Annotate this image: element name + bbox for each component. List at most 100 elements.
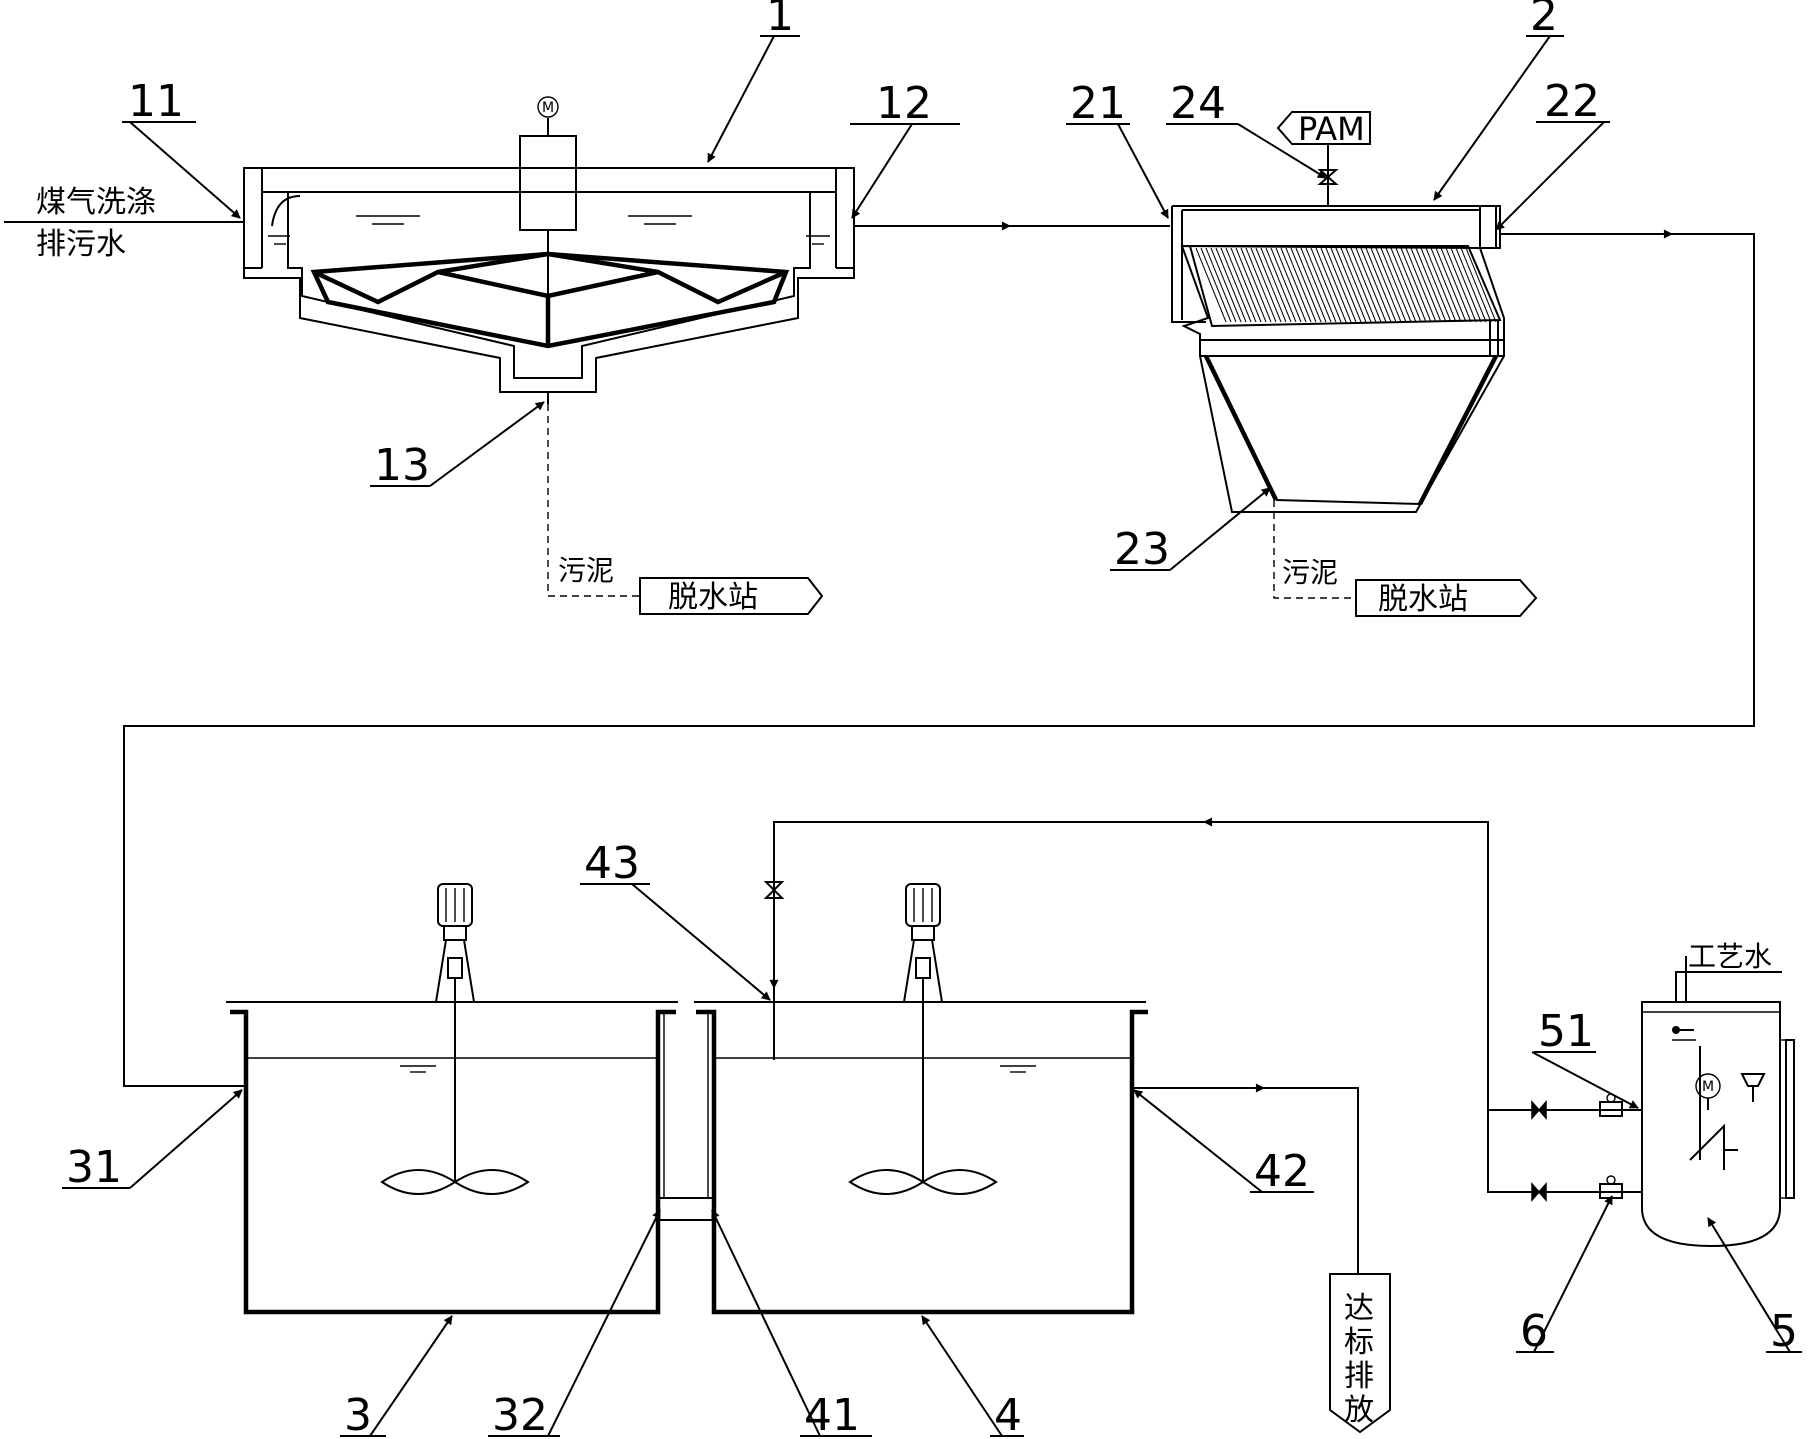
tube-hatch-line [1410,247,1442,323]
motor-mark-tank1: M [542,100,554,116]
tube-hatch-line [1320,247,1352,323]
label-2: 2 [1530,0,1558,41]
tube-hatch-line [1290,247,1322,323]
dewater-label-2: 脱水站 [1378,582,1468,617]
tube-hatch-line [1200,247,1232,323]
tube-hatch-line [1240,247,1272,323]
tube-hatch-line [1395,247,1427,323]
tube-hatch-line [1280,247,1312,323]
settler-tank-2 [1171,205,1505,513]
tube-hatch-line [1270,247,1302,323]
label-43: 43 [584,838,640,889]
tube-hatch-line [1285,247,1317,323]
label-13: 13 [374,440,430,491]
sludge-label-1: 污泥 [558,554,614,587]
label-5: 5 [1770,1306,1798,1357]
tube-hatch-line [1415,247,1447,323]
connecting-pipe [658,1012,714,1221]
label-11: 11 [128,76,184,127]
agitator-tank-4 [848,883,998,1195]
discharge-char-2: 标 [1344,1325,1374,1360]
tube-hatch-line [1455,247,1487,323]
label-3: 3 [344,1390,372,1439]
process-water-label: 工艺水 [1688,940,1772,973]
tube-hatch-line [1380,247,1412,323]
tube-hatch-line [1265,247,1297,323]
tube-hatch-line [1310,247,1342,323]
tube-hatch-line [1305,247,1337,323]
tube-hatch-line [1405,247,1437,323]
tube-hatch-line [1335,247,1367,323]
tube-hatch-line [1225,247,1257,323]
label-1: 1 [766,0,794,41]
tube-hatch-line [1345,247,1377,323]
tube-hatch-line [1250,247,1282,323]
inlet-label-line2: 排污水 [36,227,126,262]
agitator-tank-3 [380,883,530,1195]
tube-hatch-line [1435,247,1467,323]
motor-mark-tank5: M [1702,1079,1714,1095]
tube-hatch-line [1330,247,1362,323]
label-21: 21 [1070,78,1126,129]
pam-dosing: PAM [1276,110,1371,206]
tube-hatch-line [1425,247,1457,323]
process-water-inlet [1672,971,1782,1034]
label-underlines [62,35,1802,1437]
tube-hatch-line [1205,247,1237,323]
tube-hatch-line [1430,247,1462,323]
tube-hatch-line [1300,247,1332,323]
discharge-tag [1329,1273,1391,1434]
tube-hatch-line [1390,247,1422,323]
discharge-char-1: 达 [1344,1291,1374,1326]
tube-hatch-line [1245,247,1277,323]
tube-hatch-line [1210,247,1242,323]
clarifier-tank-1: M [243,96,855,404]
sludge-lines [547,404,1356,599]
reagent-tank-5: M [1641,956,1795,1248]
flow-lines [4,221,1755,1274]
tube-hatch-line [1220,247,1252,323]
leader-lines [129,35,1791,1437]
tube-hatch-line [1360,247,1392,323]
tube-hatch-line [1385,247,1417,323]
tube-hatch-line [1440,247,1472,323]
tube-hatch-line [1420,247,1452,323]
pam-valve-icon [1317,169,1339,185]
tube-hatch-line [1450,247,1482,323]
reaction-tank-3 [226,1001,678,1315]
return-valve-icon [763,881,785,899]
tube-hatch-line [1260,247,1292,323]
dosing-branches [1500,1093,1642,1202]
inclined-tube-pack [1188,245,1502,328]
label-23: 23 [1114,524,1170,575]
discharge-char-3: 排 [1344,1359,1374,1394]
tube-hatch-line [1325,247,1357,323]
tube-hatch-line [1375,247,1407,323]
tube-hatch-line [1465,247,1497,323]
tube-hatch-line [1195,247,1227,323]
label-41: 41 [804,1390,860,1439]
tube-hatch-line [1355,247,1387,323]
discharge-char-4: 放 [1344,1393,1374,1428]
tube-hatch-line [1230,247,1262,323]
tube-hatch-line [1350,247,1382,323]
label-51: 51 [1538,1006,1594,1057]
inlet-label-line1: 煤气洗涤 [36,185,156,220]
tube-hatch-line [1400,247,1432,323]
label-22: 22 [1544,76,1600,127]
sludge-label-2: 污泥 [1282,556,1338,589]
label-4: 4 [994,1390,1022,1439]
tube-hatch-line [1235,247,1267,323]
label-32: 32 [492,1390,548,1439]
tube-hatch-line [1365,247,1397,323]
tube-hatch-line [1315,247,1347,323]
label-24: 24 [1170,78,1226,129]
tube-hatch-line [1255,247,1287,323]
tube-hatch-line [1340,247,1372,323]
dewater-tag-2 [1355,579,1538,617]
tube-hatch-line [1215,247,1247,323]
label-6: 6 [1520,1306,1548,1357]
tube-hatch-line [1370,247,1402,323]
pam-label: PAM [1298,110,1365,148]
